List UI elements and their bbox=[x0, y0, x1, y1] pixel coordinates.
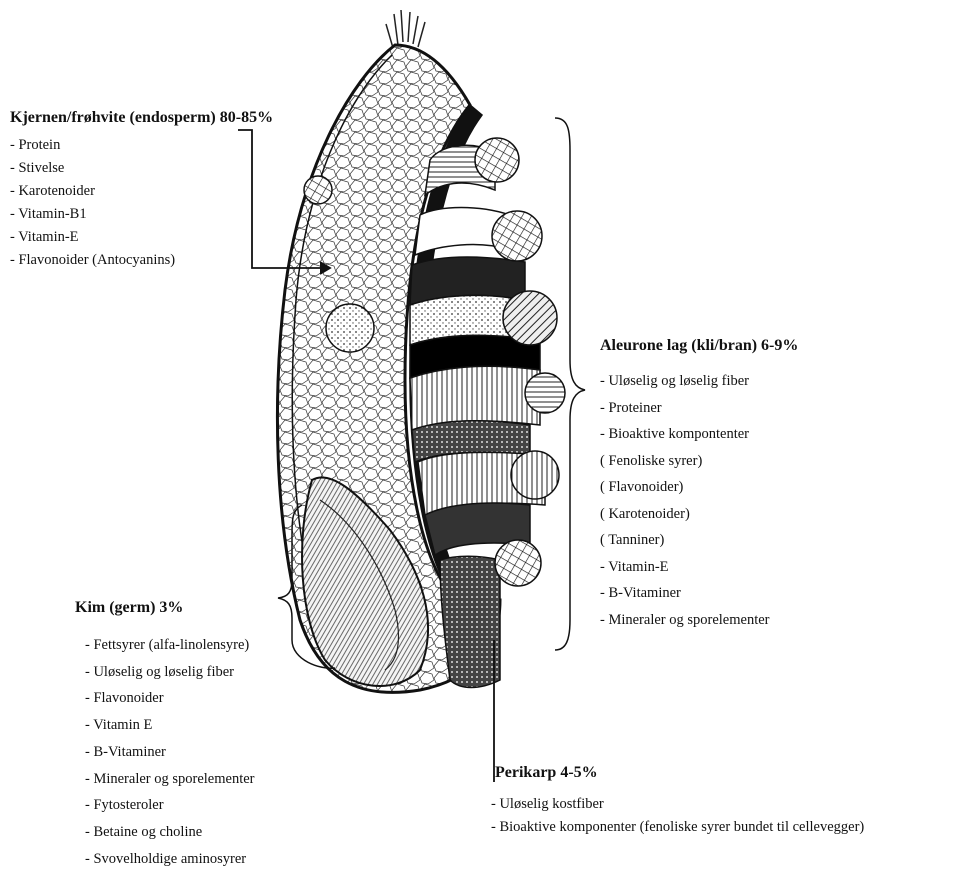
list-item: ( Fenoliske syrer) bbox=[600, 448, 798, 475]
germ-list: - Fettsyrer (alfa-linolensyre) - Uløseli… bbox=[85, 632, 255, 872]
starch-granule-circle bbox=[326, 304, 374, 352]
list-item: - B-Vitaminer bbox=[600, 580, 798, 607]
list-item: - Fytosteroler bbox=[85, 792, 255, 819]
list-item: - Svovelholdige aminosyrer bbox=[85, 846, 255, 873]
list-item: - Proteiner bbox=[600, 395, 798, 422]
aleurone-list: - Uløselig og løselig fiber - Proteiner … bbox=[600, 368, 798, 633]
list-item: - Bioaktive komponenter (fenoliske syrer… bbox=[491, 816, 864, 839]
list-item: - Karotenoider bbox=[10, 180, 273, 203]
list-item: - Uløselig og løselig fiber bbox=[85, 659, 255, 686]
aleurone-title: Aleurone lag (kli/bran) 6-9% bbox=[600, 336, 798, 356]
pericarp-title: Perikarp 4-5% bbox=[495, 763, 864, 783]
list-item: - Flavonoider (Antocyanins) bbox=[10, 249, 273, 272]
list-item: - Mineraler og sporelementer bbox=[85, 766, 255, 793]
endosperm-label: Kjernen/frøhvite (endosperm) 80-85% - Pr… bbox=[10, 108, 273, 272]
list-item: ( Karotenoider) bbox=[600, 501, 798, 528]
germ-title: Kim (germ) 3% bbox=[75, 598, 255, 618]
list-item: - Vitamin-E bbox=[10, 226, 273, 249]
list-item: - Mineraler og sporelementer bbox=[600, 607, 798, 634]
starch-granule-circle bbox=[304, 176, 332, 204]
aleurone-label: Aleurone lag (kli/bran) 6-9% - Uløselig … bbox=[600, 336, 798, 633]
list-item: - Stivelse bbox=[10, 157, 273, 180]
list-item: - Fettsyrer (alfa-linolensyre) bbox=[85, 632, 255, 659]
list-item: - Betaine og choline bbox=[85, 819, 255, 846]
list-item: - Uløselig kostfiber bbox=[491, 793, 864, 816]
list-item: ( Flavonoider) bbox=[600, 474, 798, 501]
list-item: - Uløselig og løselig fiber bbox=[600, 368, 798, 395]
germ-label: Kim (germ) 3% - Fettsyrer (alfa-linolens… bbox=[75, 598, 255, 872]
endosperm-title: Kjernen/frøhvite (endosperm) 80-85% bbox=[10, 108, 273, 128]
list-item: - Vitamin-B1 bbox=[10, 203, 273, 226]
list-item: - B-Vitaminer bbox=[85, 739, 255, 766]
pericarp-label: Perikarp 4-5% - Uløselig kostfiber - Bio… bbox=[491, 763, 864, 839]
endosperm-list: - Protein - Stivelse - Karotenoider - Vi… bbox=[10, 134, 273, 272]
list-item: - Bioaktive kompontenter bbox=[600, 421, 798, 448]
list-item: - Flavonoider bbox=[85, 685, 255, 712]
list-item: - Vitamin-E bbox=[600, 554, 798, 581]
pericarp-list: - Uløselig kostfiber - Bioaktive kompone… bbox=[491, 793, 864, 839]
list-item: - Vitamin E bbox=[85, 712, 255, 739]
list-item: - Protein bbox=[10, 134, 273, 157]
list-item: ( Tanniner) bbox=[600, 527, 798, 554]
brush-hairs bbox=[386, 10, 425, 48]
